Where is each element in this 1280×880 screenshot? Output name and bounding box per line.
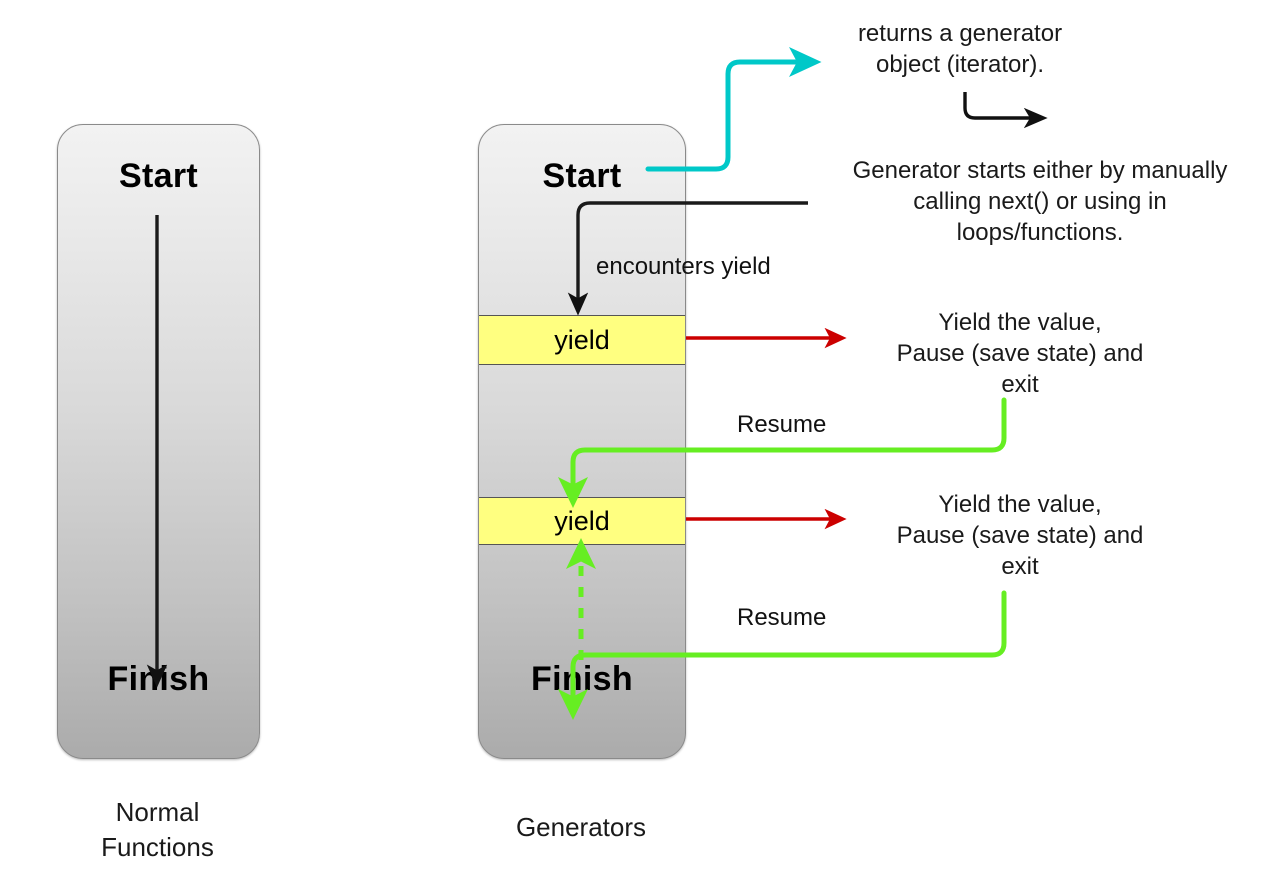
- generator-start-label: Start: [542, 157, 622, 195]
- generator-finish-label: Finish: [531, 660, 633, 698]
- generator-caption: Generators: [515, 812, 647, 842]
- resume-label-2: Resume: [737, 604, 827, 631]
- generator-starts-text: Generator starts either by manually call…: [852, 157, 1228, 247]
- yield-block-2-label: yield: [554, 505, 610, 536]
- normal-function-box: Start Finish: [57, 124, 260, 759]
- normal-function-caption: Normal Functions: [101, 797, 214, 863]
- yield-pause-text-1: Yield the value, Pause (save state) and …: [896, 309, 1144, 399]
- normal-finish-label: Finish: [107, 660, 210, 698]
- yield-pause-text-2: Yield the value, Pause (save state) and …: [896, 491, 1144, 581]
- encounters-yield-label: encounters yield: [596, 253, 771, 280]
- iterator-to-starts-arrow: [963, 92, 1048, 129]
- resume-label-1: Resume: [737, 411, 827, 438]
- returns-generator-text: returns a generator object (iterator).: [857, 20, 1063, 79]
- yield-block-1-label: yield: [554, 324, 610, 355]
- normal-start-label: Start: [119, 157, 198, 195]
- generator-box: Start yield yield Finish: [478, 124, 686, 759]
- yield-block-1: yield: [479, 315, 685, 365]
- yield-block-2: yield: [479, 497, 685, 545]
